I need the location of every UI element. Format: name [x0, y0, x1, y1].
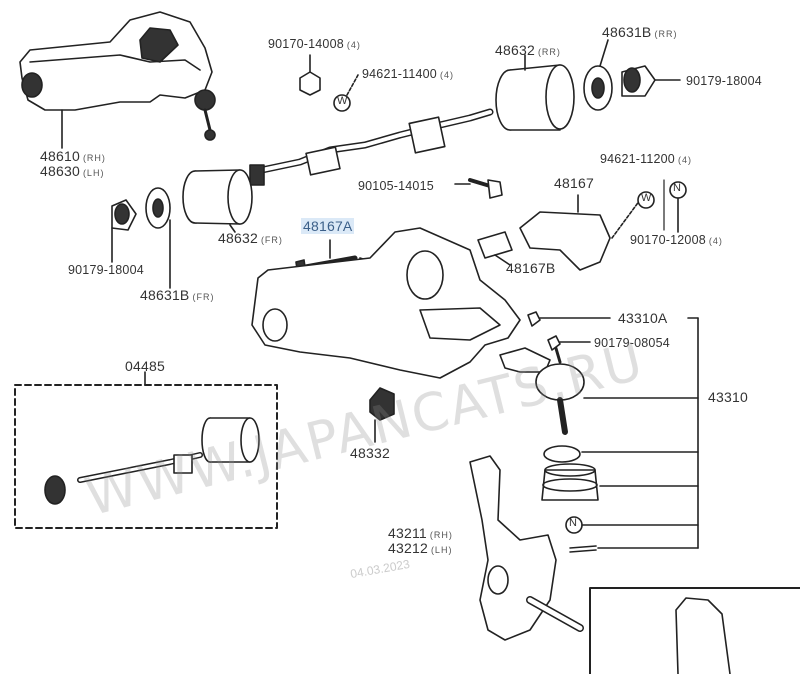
label-48631b-rr[interactable]: 48631B(RR) [602, 24, 677, 40]
seal-ring [543, 445, 699, 463]
pn-48167b: 48167B [506, 260, 556, 276]
label-04485[interactable]: 04485 [125, 358, 165, 374]
label-48167a[interactable]: 48167A [301, 218, 355, 234]
upper-arm-48610 [19, 11, 216, 149]
pn-90179-18004-top: 90179-18004 [686, 74, 762, 88]
label-48610[interactable]: 48610(RH) [40, 148, 106, 164]
pn-48632-rr: 48632 [495, 42, 535, 58]
pn-94621-11400: 94621-11400 [362, 67, 437, 81]
kit-04485-box [14, 371, 278, 529]
label-90179-08054[interactable]: 90179-08054 [594, 335, 670, 350]
pn-48610: 48610 [40, 148, 80, 164]
bolt-90105-14015 [454, 178, 503, 199]
sfx-48631b-fr: (FR) [192, 292, 215, 302]
pn-04485: 04485 [125, 358, 165, 374]
washer-marker-label-right: W [641, 192, 652, 204]
pn-90170-14008: 90170-14008 [268, 37, 344, 51]
nut-90179-18004-top [621, 65, 681, 97]
bushing-48632-fr [182, 169, 253, 233]
pn-48167: 48167 [554, 175, 594, 191]
label-43211[interactable]: 43211(RH) [388, 525, 453, 541]
washer-nut-markers-right [637, 181, 687, 233]
label-43212[interactable]: 43212(LH) [388, 540, 452, 556]
sfx-48632-rr: (RR) [537, 47, 561, 57]
washer-marker-label-upper: W [337, 95, 348, 107]
pn-48631b-fr: 48631B [140, 287, 190, 303]
sfx-48632-fr: (FR) [260, 235, 283, 245]
steering-knuckle [469, 455, 584, 641]
pn-43310a: 43310A [618, 310, 668, 326]
label-90179-18004-left[interactable]: 90179-18004 [68, 262, 144, 277]
sfx-43211: (RH) [429, 530, 453, 540]
partial-box-bottom-right [589, 587, 800, 674]
callout-bracket-43310 [687, 317, 699, 549]
pn-43212: 43212 [388, 540, 428, 556]
pn-48332: 48332 [350, 445, 390, 461]
label-43310[interactable]: 43310 [708, 389, 748, 405]
label-48167b[interactable]: 48167B [506, 260, 555, 276]
small-nuts [527, 311, 611, 351]
label-43310a[interactable]: 43310A [618, 310, 667, 326]
label-48167[interactable]: 48167 [554, 175, 594, 191]
pn-90179-08054: 90179-08054 [594, 336, 670, 350]
label-90105-14015[interactable]: 90105-14015 [358, 178, 434, 193]
washer-48631b-rr [583, 39, 613, 111]
arm-shaft [249, 108, 494, 186]
pn-48631b-rr: 48631B [602, 24, 652, 40]
sfx-94621-11400: (4) [439, 70, 454, 80]
label-94621-11200[interactable]: 94621-11200(4) [600, 151, 692, 166]
bracket-48167 [519, 194, 641, 271]
sfx-43212: (LH) [430, 545, 453, 555]
ball-joint-43310 [499, 343, 699, 435]
cotter-pin [569, 545, 699, 553]
sfx-48630: (LH) [82, 168, 105, 178]
spacer-48167b [477, 231, 513, 266]
nut-marker-lower [565, 516, 699, 534]
bump-stop-48332 [369, 387, 395, 443]
lower-arm [251, 227, 521, 379]
nut-marker-label-lower: N [569, 517, 578, 529]
pn-90105-14015: 90105-14015 [358, 179, 434, 193]
label-48632-fr[interactable]: 48632(FR) [218, 230, 283, 246]
sfx-94621-11200: (4) [677, 155, 692, 165]
pn-48167a: 48167A [303, 218, 353, 234]
label-48632-rr[interactable]: 48632(RR) [495, 42, 561, 58]
label-48630[interactable]: 48630(LH) [40, 163, 104, 179]
label-48631b-fr[interactable]: 48631B(FR) [140, 287, 214, 303]
nut-marker-label-right: N [673, 182, 682, 194]
pn-90170-12008: 90170-12008 [630, 233, 706, 247]
bushing-48632-rr [495, 54, 575, 131]
washer-marker-upper [333, 74, 359, 112]
sfx-90170-12008: (4) [708, 236, 723, 246]
pn-94621-11200: 94621-11200 [600, 152, 675, 166]
pn-43211: 43211 [388, 525, 427, 541]
sfx-48631b-rr: (RR) [654, 29, 678, 39]
pn-90179-18004-left: 90179-18004 [68, 263, 144, 277]
label-90170-14008[interactable]: 90170-14008(4) [268, 36, 361, 51]
label-90170-12008[interactable]: 90170-12008(4) [630, 232, 723, 247]
sfx-48610: (RH) [82, 153, 106, 163]
pn-43310: 43310 [708, 389, 748, 405]
sfx-90170-14008: (4) [346, 40, 361, 50]
washer-48631b-fr [145, 187, 171, 289]
label-90179-18004-top[interactable]: 90179-18004 [686, 73, 762, 88]
pn-48632-fr: 48632 [218, 230, 258, 246]
dust-boot [541, 463, 699, 501]
label-94621-11400[interactable]: 94621-11400(4) [362, 66, 454, 81]
nut-90170-14008 [299, 54, 321, 96]
label-48332[interactable]: 48332 [350, 445, 390, 461]
nut-90179-18004-left [111, 199, 137, 263]
pn-48630: 48630 [40, 163, 80, 179]
